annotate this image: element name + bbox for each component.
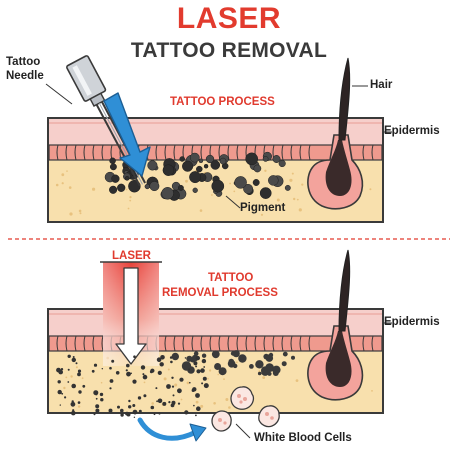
white-blood-cell	[230, 386, 255, 410]
tattoo-process-label: TATTOO PROCESS	[170, 96, 275, 108]
epidermis-label-bottom: Epidermis	[384, 316, 440, 328]
hair-label: Hair	[370, 79, 393, 91]
laser-label: LASER	[112, 250, 151, 262]
top-hair-follicle	[307, 57, 364, 210]
epidermis-label-top: Epidermis	[384, 125, 440, 137]
needle-label-line1: Tattoo	[6, 56, 41, 68]
top-cell-dividers	[56, 144, 374, 161]
top-hair-shaft	[338, 57, 351, 141]
top-pigment-cluster	[104, 151, 291, 201]
removal-process-label-line2: REMOVAL PROCESS	[162, 287, 278, 299]
bottom-hair-shaft	[338, 249, 351, 332]
fragmented-pigment-particles	[56, 350, 295, 418]
white-blood-cells-label: White Blood Cells	[254, 432, 352, 444]
pigment-label-leader	[225, 195, 241, 209]
white-blood-cells	[211, 386, 280, 432]
laser-beam	[100, 261, 162, 366]
laser-arrow	[115, 267, 147, 365]
title: LASER	[176, 2, 282, 35]
top-skin-panel	[45, 55, 392, 223]
bottom-hair-follicle	[307, 249, 364, 401]
bottom-skin-panel	[47, 249, 392, 442]
cleanup-direction-arrow	[137, 417, 207, 442]
wbc-label-leader	[235, 423, 251, 439]
white-blood-cell	[211, 410, 232, 432]
needle-label-line2: Needle	[6, 70, 44, 82]
needle-label-leader	[45, 83, 73, 105]
pigment-label: Pigment	[240, 202, 286, 214]
subtitle: TATTOO REMOVAL	[130, 39, 328, 62]
needle-direction-arrow	[103, 92, 151, 177]
removal-process-label-line1: TATTOO	[208, 272, 254, 284]
white-blood-cell	[258, 405, 280, 428]
